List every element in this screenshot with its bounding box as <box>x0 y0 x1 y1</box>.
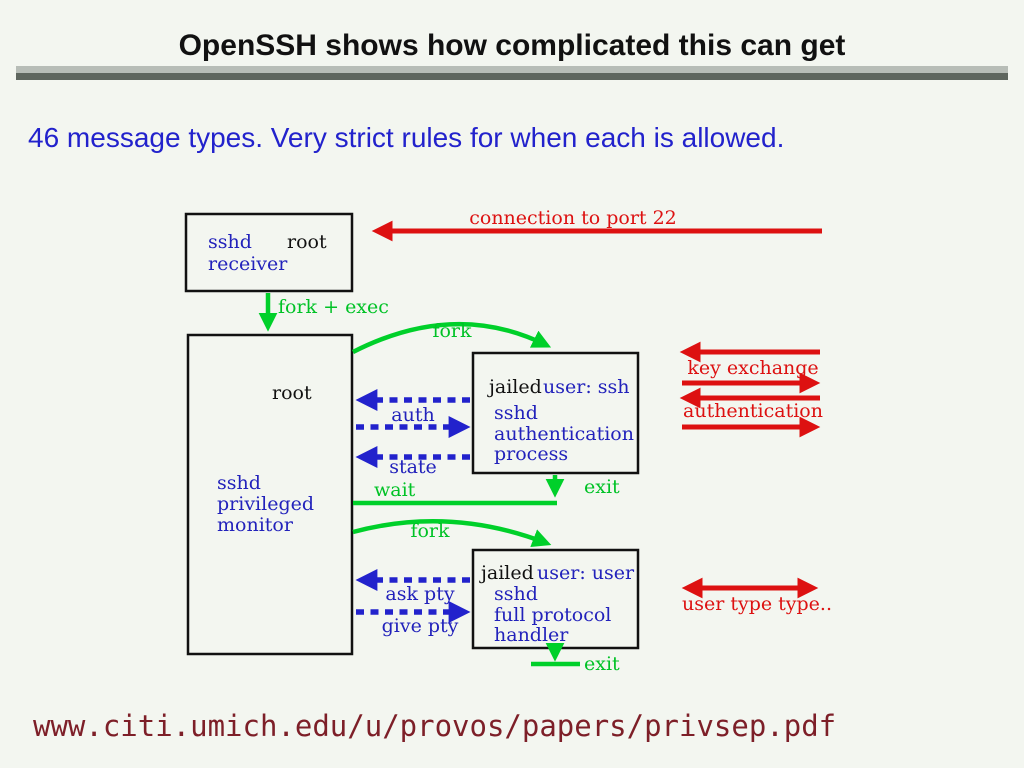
receiver-receiver-label: receiver <box>208 253 288 275</box>
auth-label: auth <box>391 404 434 426</box>
fork-arrow-2 <box>352 519 552 548</box>
divider-rule-dark <box>16 73 1008 80</box>
jailed-handler-line-handler: handler <box>494 624 569 646</box>
jailed-handler-line-sshd: sshd <box>494 583 538 605</box>
slide-subtitle: 46 message types. Very strict rules for … <box>28 122 785 153</box>
jailed-auth-line-sshd: sshd <box>494 402 538 424</box>
privileged-monitor-box <box>186 333 354 656</box>
jailed-auth-line-process: process <box>494 443 568 465</box>
fork-label-1: fork <box>432 320 472 342</box>
monitor-line-monitor: monitor <box>217 514 294 536</box>
jailed-auth-process-box <box>471 351 640 475</box>
jailed-auth-line-authentication: authentication <box>494 423 634 445</box>
exit-label-1: exit <box>584 476 620 498</box>
state-label: state <box>389 456 437 478</box>
wait-label: wait <box>374 479 416 501</box>
paper-url: www.citi.umich.edu/u/provos/papers/privs… <box>33 709 837 743</box>
slide-title: OpenSSH shows how complicated this can g… <box>178 29 846 62</box>
ask-pty-label: ask pty <box>385 583 454 605</box>
receiver-sshd-label: sshd <box>208 231 252 253</box>
divider-rule-light <box>16 66 1008 73</box>
user-type-label: user type type.. <box>682 593 832 615</box>
receiver-root-label: root <box>287 231 327 253</box>
connection-label: connection to port 22 <box>469 207 677 229</box>
monitor-line-privileged: privileged <box>217 493 314 515</box>
give-pty-label: give pty <box>382 615 459 637</box>
key-exchange-label: key exchange <box>687 357 818 379</box>
jailed-handler-line-full-protocol: full protocol <box>494 604 611 626</box>
authentication-label: authentication <box>683 400 823 422</box>
sshd-receiver-box <box>184 212 354 293</box>
jailed-auth-user-label: user: ssh <box>543 376 630 398</box>
fork-exec-label: fork + exec <box>278 296 389 318</box>
exit-label-2: exit <box>584 653 620 675</box>
monitor-root-label: root <box>272 382 312 404</box>
monitor-line-sshd: sshd <box>217 472 261 494</box>
fork-label-2: fork <box>410 520 450 542</box>
fork-arrow-1 <box>351 321 552 355</box>
jailed-auth-jailed-label: jailed <box>487 376 542 398</box>
jailed-handler-user-label: user: user <box>537 562 635 584</box>
jailed-handler-jailed-label: jailed <box>479 562 534 584</box>
